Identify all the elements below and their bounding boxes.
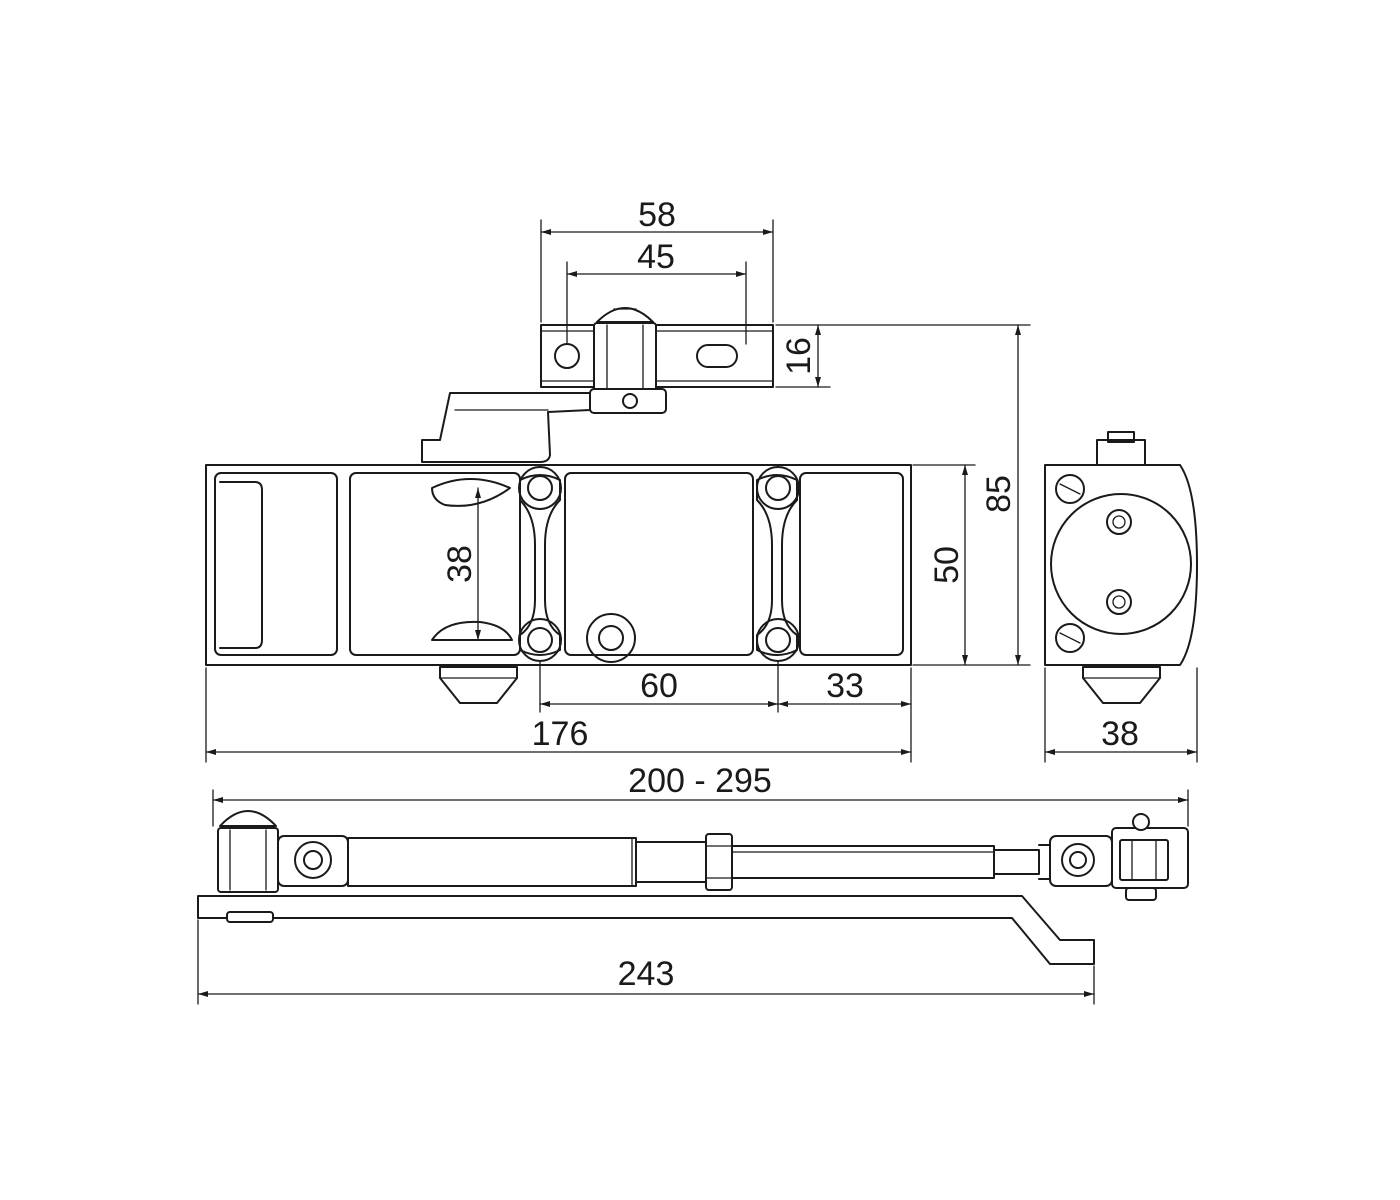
dim-slot-spacing: 45 bbox=[637, 238, 675, 276]
screw-head-icon bbox=[596, 307, 654, 323]
closer-body bbox=[205, 464, 912, 704]
mounting-hole-icon bbox=[518, 618, 562, 662]
dim-body-height: 50 bbox=[928, 546, 966, 584]
mounting-hole-icon bbox=[756, 466, 800, 510]
adjustment-screw-icon bbox=[1055, 474, 1085, 504]
arm-assembly bbox=[197, 810, 1189, 965]
mounting-hole-icon bbox=[756, 618, 800, 662]
dimension-lines bbox=[197, 219, 1198, 1005]
dim-hole-vertical-spacing: 38 bbox=[441, 545, 479, 583]
dim-arm-length: 243 bbox=[618, 955, 675, 993]
dim-bracket-width: 58 bbox=[638, 196, 676, 234]
dim-side-width: 38 bbox=[1101, 715, 1139, 753]
bracket-slot-icon bbox=[696, 344, 738, 368]
dim-bracket-height: 16 bbox=[780, 337, 818, 375]
mounting-bracket bbox=[540, 307, 774, 392]
dim-body-length-range: 200 - 295 bbox=[628, 762, 772, 800]
dimension-labels: 58 45 16 85 50 38 60 33 176 38 200 - 295… bbox=[441, 196, 1139, 993]
screw-head-icon bbox=[219, 810, 277, 827]
valve-nut-icon bbox=[1082, 666, 1161, 704]
linkage-arm bbox=[421, 388, 667, 463]
bracket-hole-icon bbox=[554, 343, 580, 369]
mounting-hole-icon bbox=[518, 466, 562, 510]
dim-overall-height: 85 bbox=[980, 475, 1018, 513]
side-view bbox=[1044, 431, 1198, 704]
dim-hole-to-end: 33 bbox=[826, 667, 864, 705]
dim-hole-horizontal-spacing: 60 bbox=[640, 667, 678, 705]
dim-body-length-inner: 176 bbox=[532, 715, 589, 753]
valve-nut-icon bbox=[439, 666, 518, 704]
adjustment-screw-icon bbox=[1055, 623, 1085, 653]
